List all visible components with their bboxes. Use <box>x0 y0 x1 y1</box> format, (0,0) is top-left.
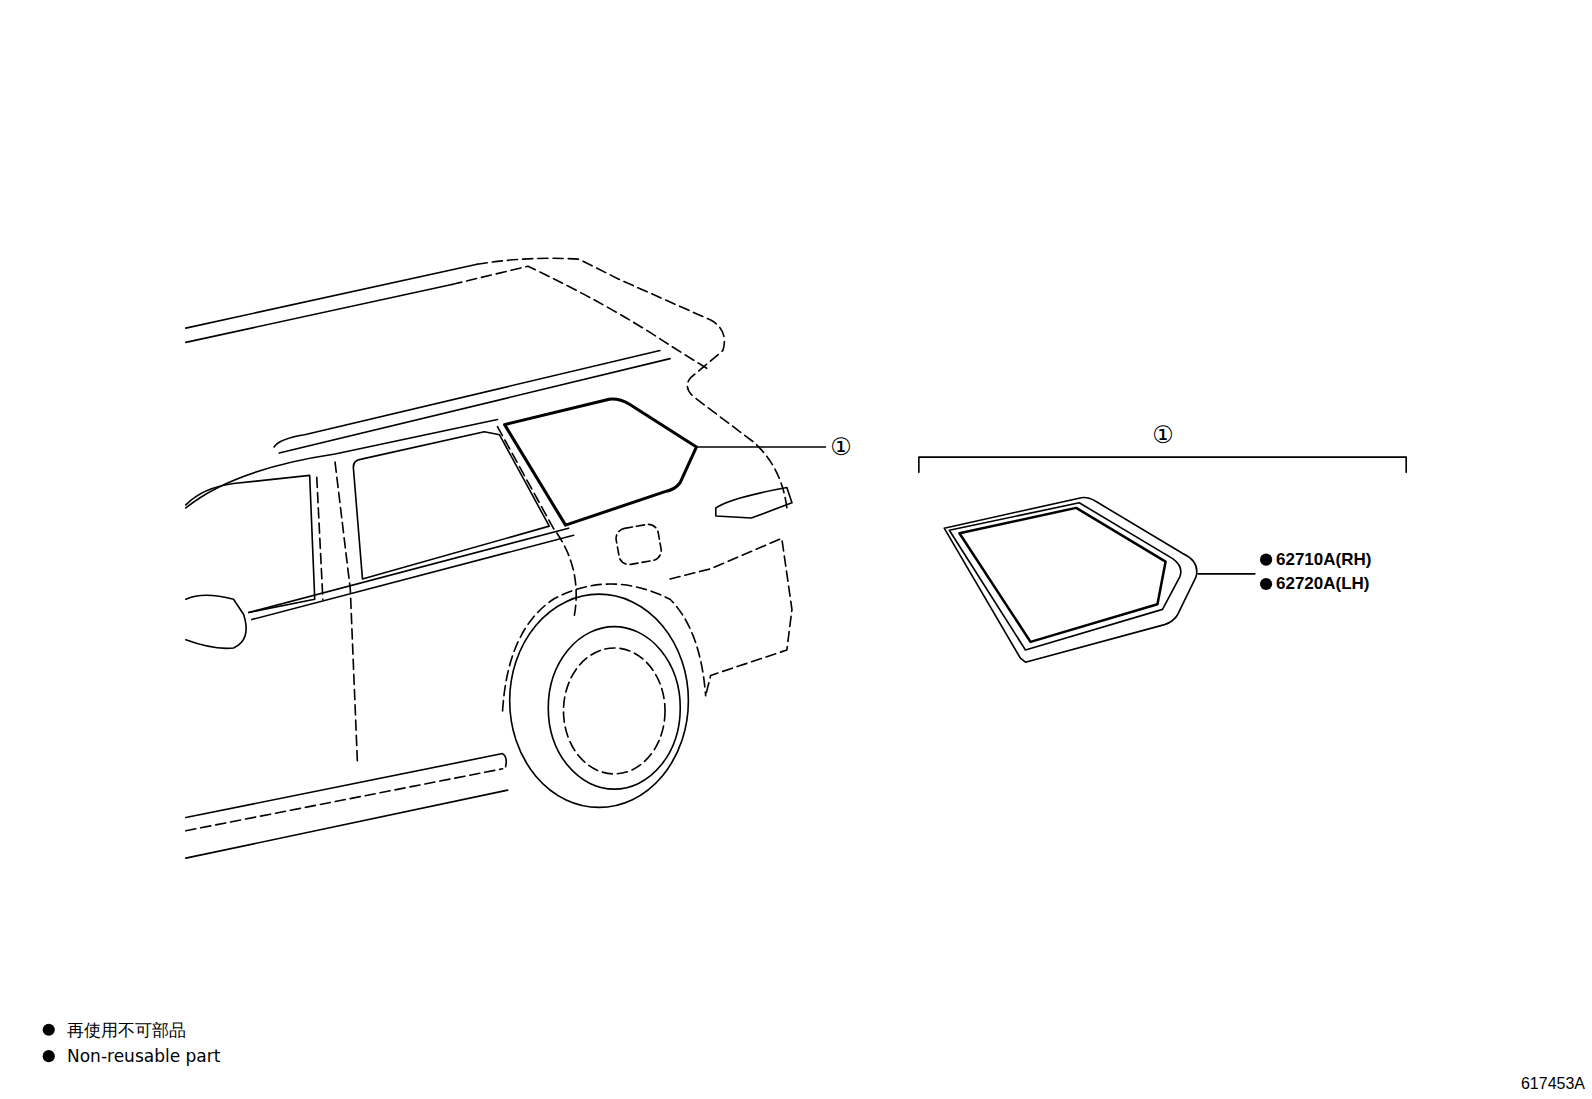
drawing-stroke <box>186 285 452 343</box>
drawing-stroke <box>697 446 826 448</box>
drawing-stroke <box>249 528 569 612</box>
drawing-stroke <box>353 432 549 579</box>
drawing-stroke <box>186 475 315 612</box>
non-reusable-dot <box>1260 578 1272 590</box>
drawing-stroke <box>335 462 357 762</box>
figure-code: 617453A <box>1521 1075 1585 1093</box>
drawing-stroke <box>279 359 670 453</box>
drawing-stroke <box>716 488 792 518</box>
drawing-stroke <box>949 503 1181 650</box>
drawing-stroke <box>944 498 1197 663</box>
drawing-stroke <box>43 554 1273 1063</box>
drawing-stroke <box>186 258 1406 858</box>
non-reusable-dot <box>1260 554 1272 566</box>
drawing-stroke <box>274 351 660 447</box>
part-number: 62710A(RH) <box>1276 551 1371 570</box>
drawing-stroke <box>510 594 689 807</box>
drawing-stroke <box>919 457 1406 472</box>
drawing-stroke <box>186 420 498 508</box>
drawing-stroke <box>186 595 246 648</box>
legend-text: Non-reusable part <box>67 1047 220 1066</box>
drawing-stroke <box>317 477 323 599</box>
drawing-stroke <box>548 627 680 789</box>
drawing-stroke <box>959 508 1165 642</box>
drawing-stroke <box>503 584 706 711</box>
drawing-stroke <box>670 538 792 695</box>
drawing-stroke <box>1198 573 1255 575</box>
non-reusable-dot <box>43 1050 55 1062</box>
part-number: 62720A(LH) <box>1276 575 1370 594</box>
callout-number: ① <box>830 434 852 460</box>
drawing-stroke <box>563 648 665 774</box>
drawing-stroke <box>186 769 503 831</box>
drawing-stroke <box>505 399 697 525</box>
drawing-stroke <box>498 427 577 620</box>
legend-text: 再使用不可部品 <box>67 1021 186 1040</box>
non-reusable-dot <box>43 1024 55 1036</box>
drawing-stroke <box>614 523 662 566</box>
drawing-stroke <box>186 790 508 858</box>
callout-number: ① <box>1152 422 1174 448</box>
drawing-stroke <box>252 535 574 619</box>
drawing-stroke <box>452 266 711 371</box>
drawing-stroke <box>186 754 506 818</box>
drawing-stroke <box>186 264 477 328</box>
